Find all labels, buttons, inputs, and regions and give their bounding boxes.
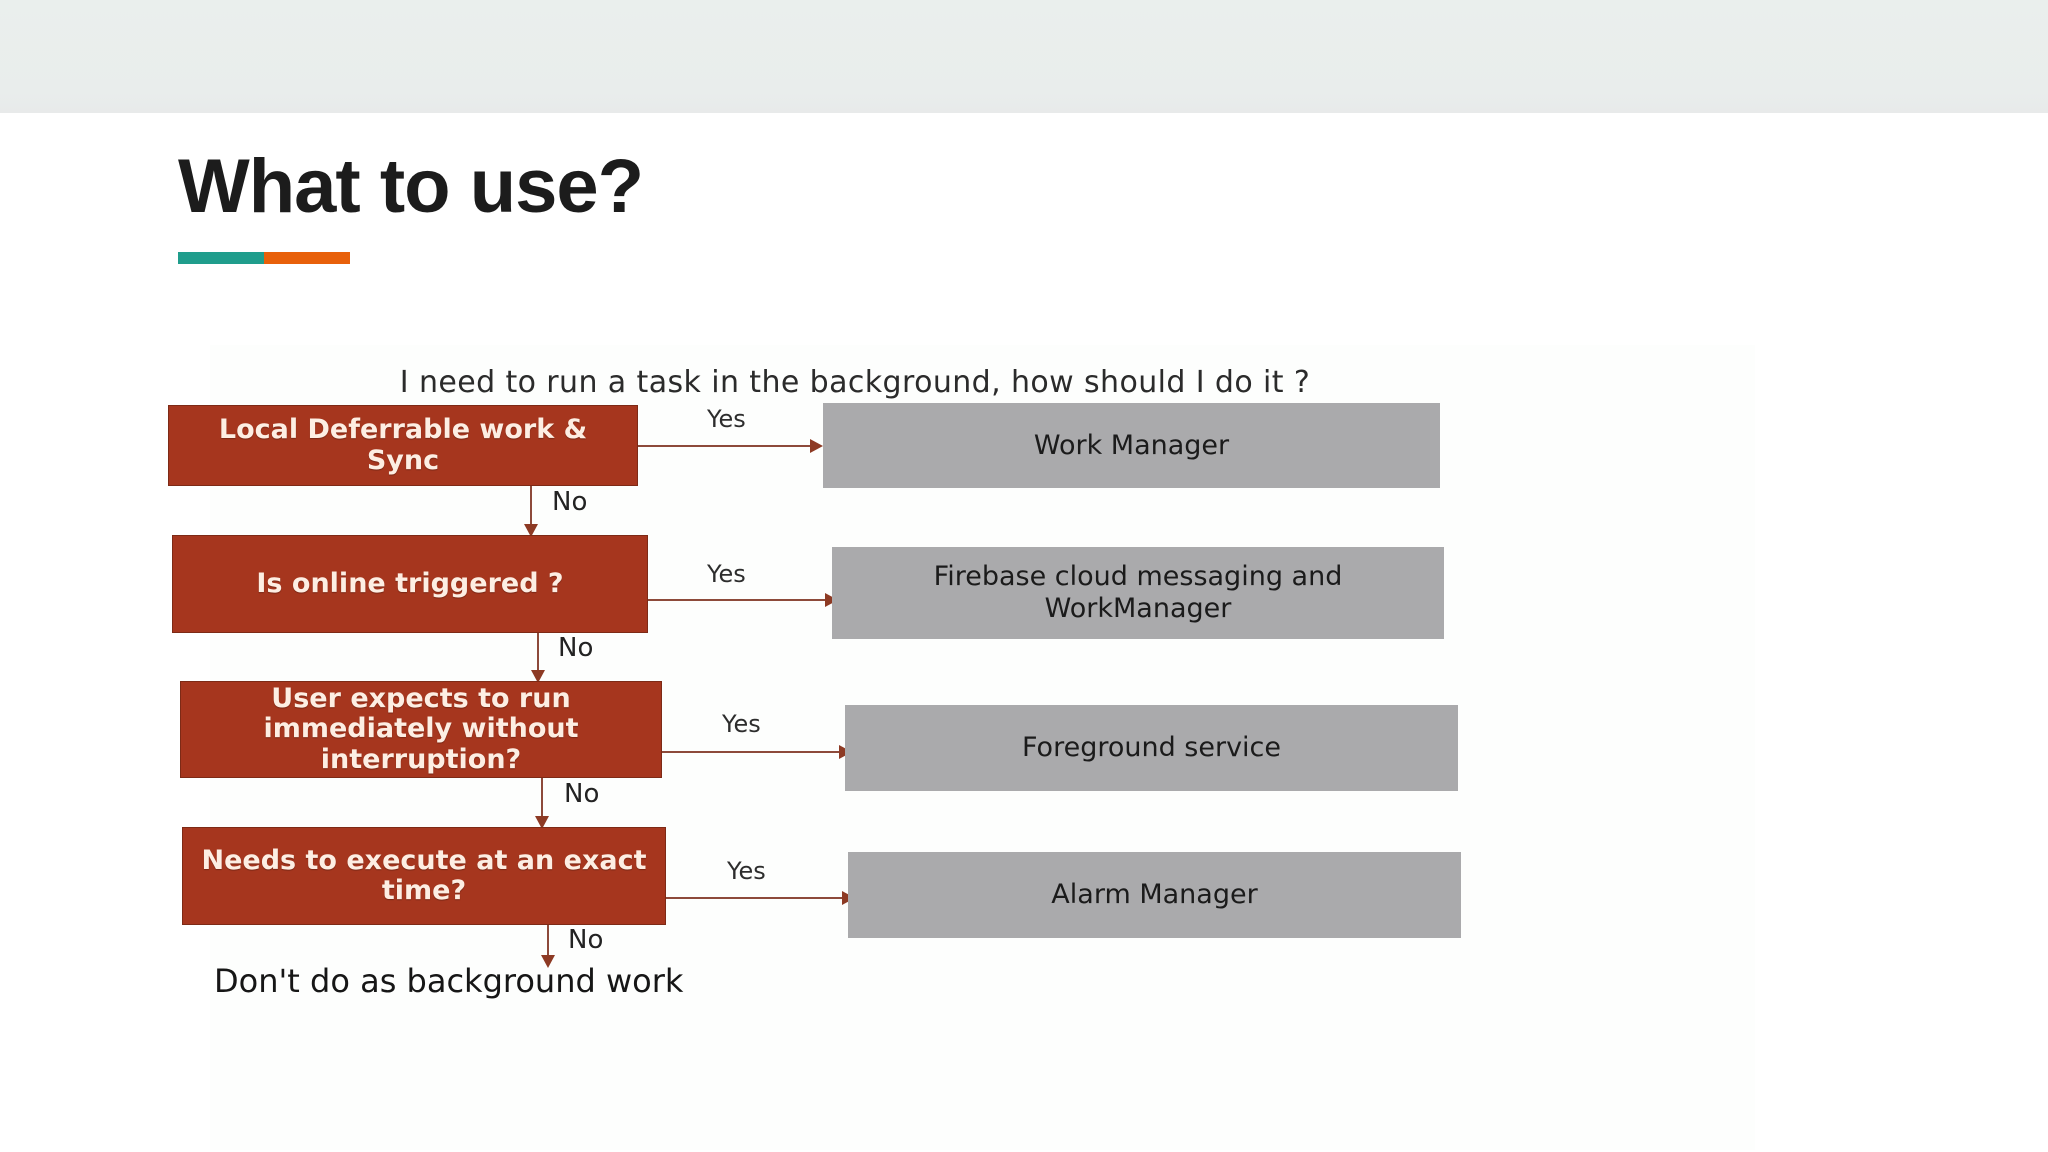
- title-block: What to use?: [178, 144, 644, 264]
- result-box-alarm-manager[interactable]: Alarm Manager: [848, 852, 1461, 938]
- connector-yes-arrowhead-row-1: [810, 439, 823, 453]
- result-box-work-manager[interactable]: Work Manager: [823, 403, 1440, 488]
- page-title: What to use?: [178, 144, 644, 229]
- connector-yes-row-1: [638, 445, 812, 447]
- flowchart-question: I need to run a task in the background, …: [399, 365, 1311, 400]
- flowchart-image: I need to run a task in the background, …: [168, 345, 1755, 1150]
- decision-box-needs-exact-time[interactable]: Needs to execute at an exact time?: [182, 827, 666, 925]
- connector-no-label-row-4: No: [568, 925, 604, 955]
- connector-yes-label-row-2: Yes: [707, 560, 746, 588]
- connector-yes-row-2: [648, 599, 827, 601]
- connector-no-row-3: [541, 778, 543, 822]
- result-box-firebase-cloud-messaging[interactable]: Firebase cloud messaging and WorkManager: [832, 547, 1444, 639]
- title-accent-bar: [178, 251, 350, 264]
- connector-yes-label-row-4: Yes: [727, 857, 766, 885]
- connector-no-row-2: [537, 633, 539, 676]
- connector-yes-label-row-1: Yes: [707, 405, 746, 433]
- connector-no-arrowhead-row-1: [524, 524, 538, 537]
- connector-no-arrowhead-row-3: [535, 816, 549, 829]
- connector-yes-label-row-3: Yes: [722, 710, 761, 738]
- connector-yes-row-4: [666, 897, 844, 899]
- decision-box-local-deferrable-work[interactable]: Local Deferrable work & Sync: [168, 405, 638, 486]
- connector-no-row-1: [530, 486, 532, 530]
- decision-box-is-online-triggered[interactable]: Is online triggered ?: [172, 535, 648, 633]
- result-box-foreground-service[interactable]: Foreground service: [845, 705, 1458, 791]
- connector-yes-row-3: [662, 751, 841, 753]
- connector-no-arrowhead-row-2: [531, 670, 545, 683]
- flowchart-terminal-text: Don't do as background work: [214, 962, 684, 1000]
- accent-bar-orange-segment: [264, 251, 350, 264]
- accent-bar-teal-segment: [178, 251, 264, 264]
- connector-no-label-row-3: No: [564, 779, 600, 809]
- connector-no-label-row-2: No: [558, 633, 594, 663]
- slide-header-band: [0, 0, 2048, 113]
- connector-no-arrowhead-row-4: [541, 955, 555, 968]
- connector-no-label-row-1: No: [552, 487, 588, 517]
- connector-no-row-4: [547, 925, 549, 961]
- decision-box-user-expects-immediate-run[interactable]: User expects to run immediately without …: [180, 681, 662, 778]
